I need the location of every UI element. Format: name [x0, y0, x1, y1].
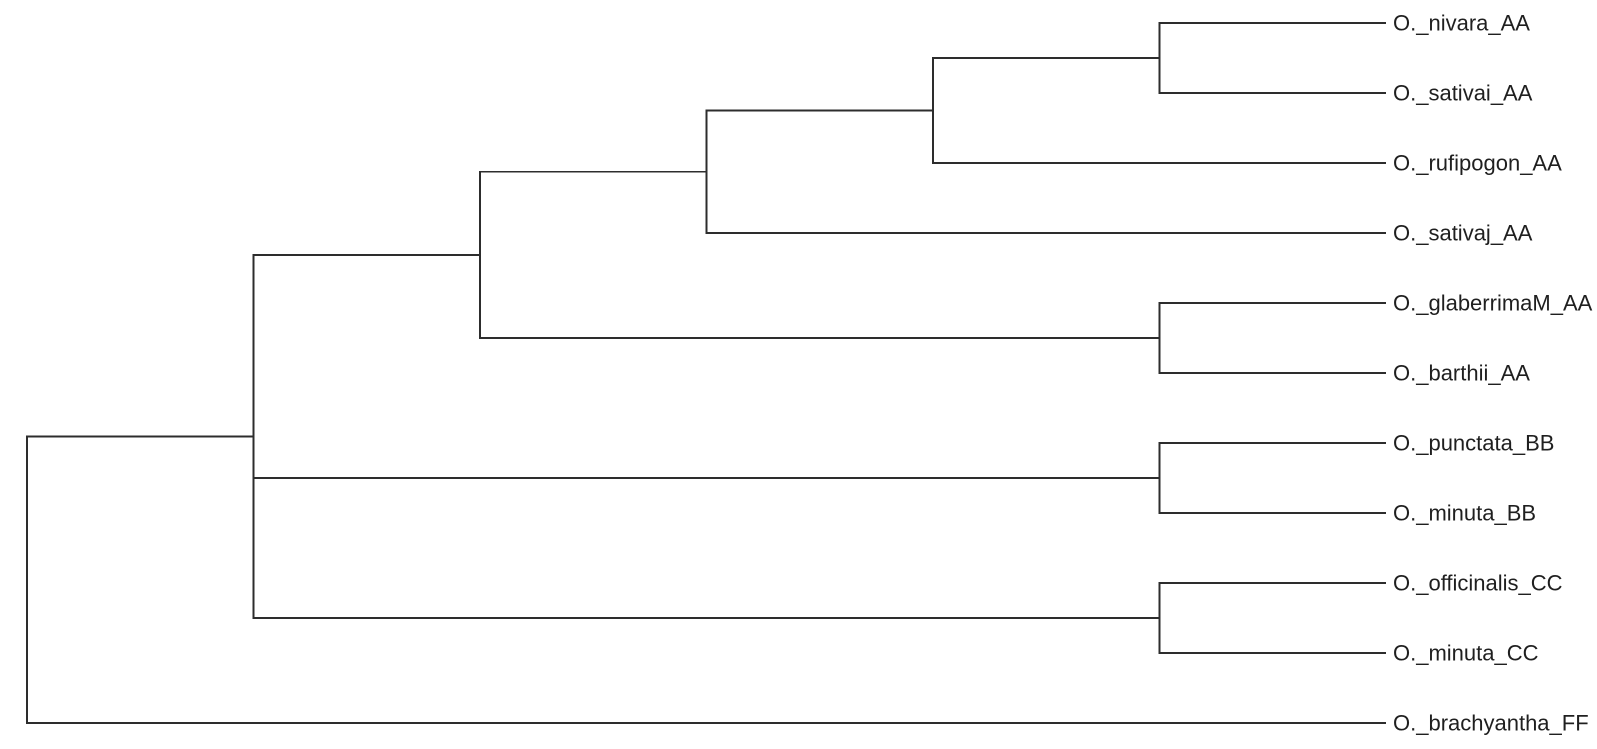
leaf-punctata-BB-label: O._punctata_BB [1393, 431, 1554, 456]
leaf-glaberrimaM-AA-label: O._glaberrimaM_AA [1393, 291, 1593, 316]
leaf-barthii-AA-label: O._barthii_AA [1393, 361, 1530, 386]
leaf-sativaj-AA-label: O._sativaj_AA [1393, 221, 1533, 246]
leaf-nivara-AA-label: O._nivara_AA [1393, 11, 1530, 36]
leaf-minuta-BB-label: O._minuta_BB [1393, 501, 1536, 526]
leaf-officinalis-CC-label: O._officinalis_CC [1393, 571, 1563, 596]
leaf-rufipogon-AA-label: O._rufipogon_AA [1393, 151, 1562, 176]
leaf-minuta-CC-label: O._minuta_CC [1393, 641, 1539, 666]
leaf-brachyantha-FF-label: O._brachyantha_FF [1393, 711, 1589, 736]
leaf-sativai-AA-label: O._sativai_AA [1393, 81, 1533, 106]
